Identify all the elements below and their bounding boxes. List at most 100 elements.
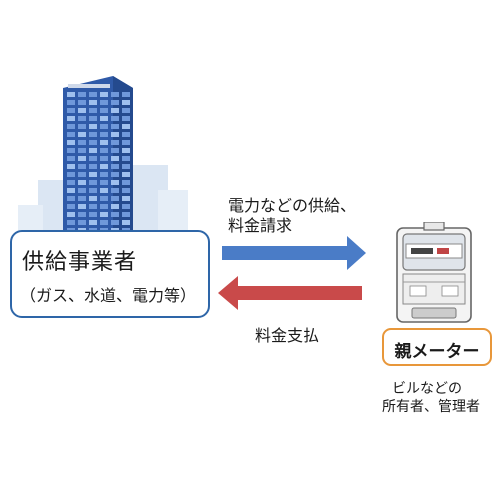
tower-window [100,188,108,193]
tower-window [89,124,97,129]
tower-window [78,100,86,105]
tower-window [111,212,119,217]
flow-arrows [218,236,366,310]
tower-window [89,220,97,225]
tower-window [111,100,119,105]
owner-label-line2: 所有者、管理者 [382,399,480,415]
tower-window [100,148,108,153]
tower-window [67,132,75,137]
tower-window [89,140,97,145]
tower-window [111,196,119,201]
tower-window [122,204,130,209]
tower-window [67,220,75,225]
tower-window [78,124,86,129]
owner-label-line1: ビルなどの [392,381,462,397]
tower-window [111,124,119,129]
tower-window [67,180,75,185]
tower-window [67,204,75,209]
supplier-name: 供給事業者 [22,250,138,275]
tower-window [122,180,130,185]
master-meter-box: 親メーター [382,328,492,366]
tower-window [100,116,108,121]
electric-meter-icon [396,222,472,323]
tower-window [89,116,97,121]
tower-window [78,108,86,113]
tower-window [67,116,75,121]
tower-window [78,116,86,121]
tower-window [67,148,75,153]
tower-window [89,100,97,105]
tower-window [111,220,119,225]
tower-window [122,132,130,137]
tower-window [100,156,108,161]
payment-label: 料金支払 [255,326,320,345]
tower-window [122,148,130,153]
tower-window [78,140,86,145]
tower-window [122,140,130,145]
tower-window [122,116,130,121]
tower-window [78,220,86,225]
tower-window [78,92,86,97]
tower-window [100,132,108,137]
tower-window [122,220,130,225]
tower-window [111,140,119,145]
tower-window [100,220,108,225]
tower-window [67,172,75,177]
tower-window [78,172,86,177]
supplier-examples: （ガス、水道、電力等） [20,286,197,305]
tower-window [78,188,86,193]
supply-label-line1: 電力などの供給、 [228,196,357,215]
tower-window [89,92,97,97]
tower-window [111,116,119,121]
tower-window [78,132,86,137]
tower-window [100,100,108,105]
tower-window [122,92,130,97]
master-meter-label: 親メーター [394,342,480,362]
tower-window [78,164,86,169]
tower-window [89,172,97,177]
supplier-box: 供給事業者 （ガス、水道、電力等） [10,230,210,318]
tower-window [67,188,75,193]
tower-window [100,204,108,209]
tower-window [89,212,97,217]
tower-window [67,108,75,113]
tower-window [111,188,119,193]
tower-window [89,156,97,161]
tower-window [111,92,119,97]
tower-window [122,196,130,201]
tower-window [67,164,75,169]
tower-window [89,148,97,153]
tower-window [67,156,75,161]
tower-window [78,148,86,153]
tower-window [122,108,130,113]
tower-window [89,188,97,193]
tower-window [100,180,108,185]
tower-window [122,212,130,217]
tower-window [122,188,130,193]
tower-window [100,212,108,217]
tower-window [122,100,130,105]
tower-window [67,212,75,217]
tower-window [100,108,108,113]
tower-window [67,92,75,97]
tower-window [111,172,119,177]
tower-window [78,212,86,217]
tower-window [111,148,119,153]
tower-window [100,92,108,97]
supply-arrow [222,236,366,270]
tower-window [78,204,86,209]
tower-window [111,204,119,209]
tower-window [111,180,119,185]
tower-window [122,156,130,161]
tower-window [78,156,86,161]
tower-window [100,124,108,129]
tower-window [111,132,119,137]
tower-window [100,172,108,177]
tower-window [67,196,75,201]
tower-window [67,124,75,129]
tower-window [89,180,97,185]
tower-window [122,124,130,129]
tower-window [122,164,130,169]
tower-window [67,140,75,145]
tower-window [67,100,75,105]
